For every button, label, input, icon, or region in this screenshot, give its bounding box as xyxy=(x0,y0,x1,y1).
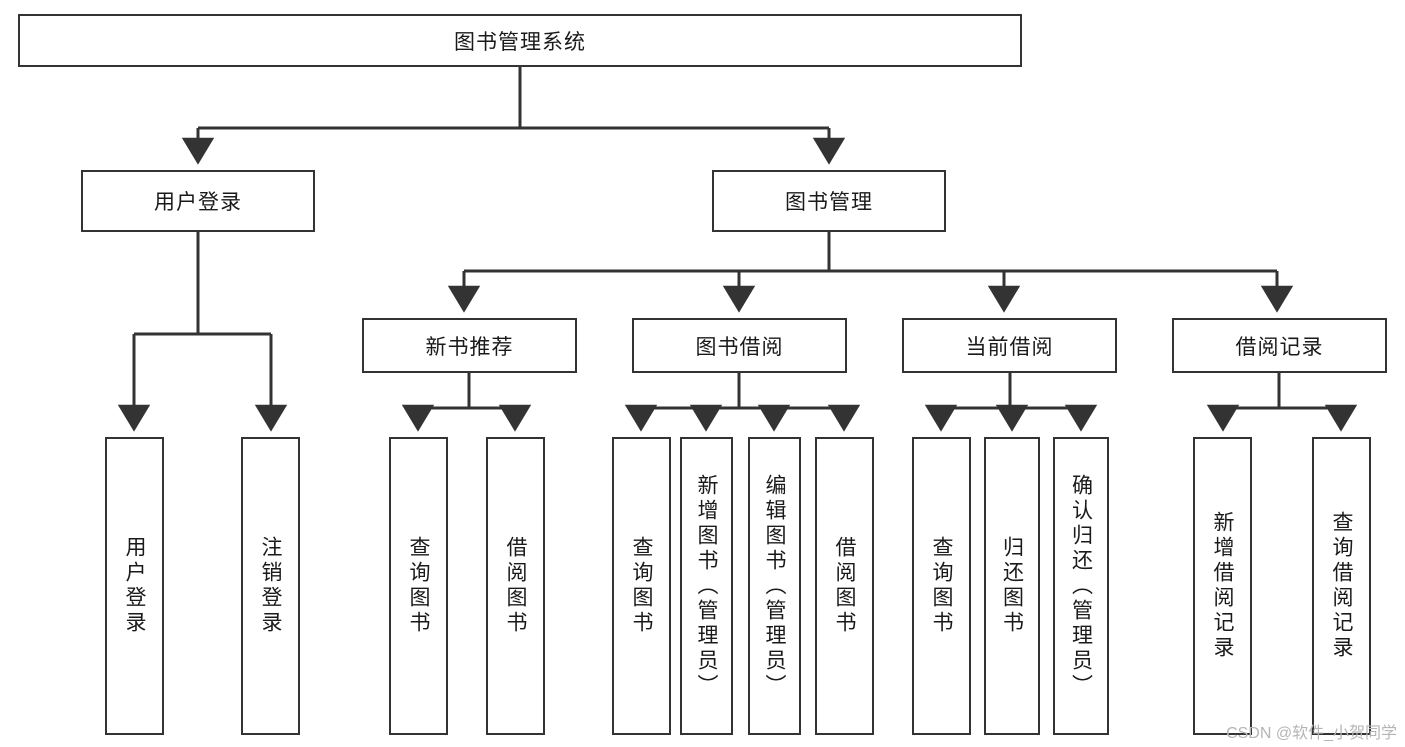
leaf-query-book-1[interactable]: 查询图书 xyxy=(389,437,448,735)
leaf-borrow-book-2-label: 借阅图书 xyxy=(833,536,856,636)
leaf-user-login[interactable]: 用户登录 xyxy=(105,437,164,735)
node-current-borrow[interactable]: 当前借阅 xyxy=(902,318,1117,373)
node-book-manage[interactable]: 图书管理 xyxy=(712,170,946,232)
node-book-borrow-label: 图书借阅 xyxy=(695,335,784,359)
node-new-book-recommend-label: 新书推荐 xyxy=(425,335,514,359)
leaf-user-logout[interactable]: 注销登录 xyxy=(241,437,300,735)
leaf-add-book[interactable]: 新增图书（管理员） xyxy=(680,437,733,735)
watermark: CSDN @软件_小贺同学 xyxy=(1226,725,1397,742)
leaf-query-book-3-label: 查询图书 xyxy=(930,536,953,636)
leaf-query-book-2[interactable]: 查询图书 xyxy=(612,437,671,735)
leaf-edit-book[interactable]: 编辑图书（管理员） xyxy=(748,437,801,735)
node-borrow-record[interactable]: 借阅记录 xyxy=(1172,318,1387,373)
node-user-login-label: 用户登录 xyxy=(154,191,242,214)
node-current-borrow-label: 当前借阅 xyxy=(965,335,1054,359)
leaf-add-record-label: 新增借阅记录 xyxy=(1211,511,1234,661)
leaf-query-book-1-label: 查询图书 xyxy=(407,536,430,636)
node-borrow-record-label: 借阅记录 xyxy=(1235,335,1324,359)
leaf-confirm-return-label: 确认归还（管理员） xyxy=(1069,473,1093,699)
leaf-query-book-3[interactable]: 查询图书 xyxy=(912,437,971,735)
leaf-add-record[interactable]: 新增借阅记录 xyxy=(1193,437,1252,735)
leaf-edit-book-label: 编辑图书（管理员） xyxy=(763,473,786,699)
node-book-manage-label: 图书管理 xyxy=(785,191,873,214)
leaf-user-login-label: 用户登录 xyxy=(123,536,146,636)
leaf-user-logout-label: 注销登录 xyxy=(259,536,282,636)
node-user-login[interactable]: 用户登录 xyxy=(81,170,315,232)
leaf-borrow-book-2[interactable]: 借阅图书 xyxy=(815,437,874,735)
leaf-borrow-book-1[interactable]: 借阅图书 xyxy=(486,437,545,735)
leaf-query-record[interactable]: 查询借阅记录 xyxy=(1312,437,1371,735)
leaf-confirm-return[interactable]: 确认归还（管理员） xyxy=(1053,437,1109,735)
leaf-query-record-label: 查询借阅记录 xyxy=(1330,511,1353,661)
leaf-return-book[interactable]: 归还图书 xyxy=(984,437,1040,735)
node-root-label: 图书管理系统 xyxy=(454,30,586,54)
leaf-add-book-label: 新增图书（管理员） xyxy=(695,473,718,699)
leaf-borrow-book-1-label: 借阅图书 xyxy=(504,536,527,636)
node-book-borrow[interactable]: 图书借阅 xyxy=(632,318,847,373)
leaf-return-book-label: 归还图书 xyxy=(1000,536,1024,636)
leaf-query-book-2-label: 查询图书 xyxy=(630,536,653,636)
node-root[interactable]: 图书管理系统 xyxy=(18,14,1022,67)
node-new-book-recommend[interactable]: 新书推荐 xyxy=(362,318,577,373)
